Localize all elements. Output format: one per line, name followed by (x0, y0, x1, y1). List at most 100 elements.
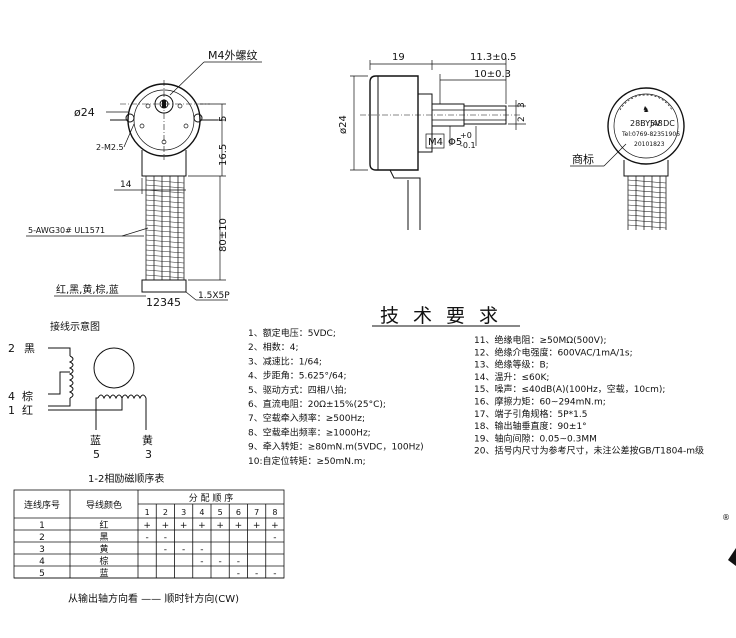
row-cell: - (255, 569, 258, 579)
step-header: 5 (218, 508, 223, 517)
row-cell: + (235, 521, 243, 531)
wire-4-color: 棕 (22, 389, 33, 403)
trademark-line2: 5V DC (650, 119, 675, 128)
row-color: 黄 (99, 543, 108, 555)
cable-label: 5-AWG30# UL1571 (28, 226, 105, 235)
row-cell: - (164, 533, 167, 543)
dim-3: 3 (517, 102, 527, 108)
step-header: 2 (163, 508, 168, 517)
trademark-wire-outlet (623, 160, 669, 177)
row-color: 蓝 (99, 567, 108, 579)
spec-item: 19、轴向间隙：0.05~0.3MM (474, 432, 597, 444)
side-view: 19 11.3±0.5 10±0.3 ø24 3 2 M4 Φ5 +0 -0.1 (338, 52, 527, 230)
dim-80: 80±10 (218, 218, 229, 252)
row-cell: + (143, 521, 151, 531)
table-footer: 从输出轴方向看 —— 顺时针方向(CW) (68, 592, 239, 605)
pins-label: 12345 (146, 296, 181, 309)
col-sequence: 分 配 顺 序 (189, 492, 234, 504)
step-header: 8 (272, 508, 277, 517)
specs-title: 技术要求 (380, 305, 512, 327)
trademark-label: 商标 (572, 152, 594, 166)
registered-mark: ® (722, 513, 730, 522)
side-wire (389, 169, 421, 230)
row-cell: + (198, 521, 206, 531)
wire-1-color: 红 (22, 404, 33, 417)
spec-item: 8、空载牵出频率：≥1000Hz; (248, 426, 371, 438)
dim-14: 14 (120, 180, 132, 190)
row-cell: - (273, 533, 276, 543)
row-cell: - (164, 545, 167, 555)
wire-2-no: 2 (8, 342, 15, 355)
spec-item: 7、空载牵入频率：≥500Hz; (248, 412, 365, 424)
wire-1-no: 1 (8, 404, 15, 417)
spec-item: 4、步距角：5.625°/64; (248, 370, 347, 382)
row-cell: + (253, 521, 261, 531)
step-header: 7 (254, 508, 259, 517)
spec-item: 9、牵入转矩：≥80mN.m(5VDC，100Hz) (248, 441, 424, 453)
wiring-title: 接线示意图 (50, 320, 100, 333)
row-cell: - (273, 569, 276, 579)
dim-2: 2 (517, 116, 527, 122)
spec-item: 17、端子引角规格：5P*1.5 (474, 408, 587, 420)
wire-bundle (145, 176, 185, 280)
spec-item: 20、括号内尺寸为参考尺寸，未注公差按GB/T1804-m级 (474, 445, 704, 457)
trademark-line1: 28BYJ48 (630, 119, 663, 128)
colors-label: 红,黑,黄,棕,蓝 (56, 283, 119, 296)
specs-left-list: 1、额定电压：5VDC;2、相数：4;3、减速比：1/64;4、步距角：5.62… (248, 327, 424, 467)
dim-16-5: 16.5 (218, 144, 229, 166)
spec-item: 10:自定位转矩：≥50mN.m; (248, 455, 366, 467)
col-wire-no: 连线序号 (24, 499, 60, 511)
shaft-label: Φ5 (448, 137, 462, 148)
spec-item: 18、输出轴垂直度：90±1° (474, 420, 587, 432)
rotor-circle (93, 347, 135, 389)
row-cell: - (182, 545, 185, 555)
row-cell: - (200, 557, 203, 567)
thread-label: M4外螺纹 (208, 48, 258, 62)
spec-item: 15、噪声：≤40dB(A)(100Hz，空载，10cm); (474, 383, 665, 395)
col-color: 导线颜色 (86, 499, 122, 511)
spec-item: 6、直流电阻：20Ω±15%(25°C); (248, 398, 386, 410)
front-view: M4外螺纹 ø24 2-M2.5 5 16.5 14 80±10 5-AWG30… (26, 48, 262, 309)
row-cell: + (162, 521, 170, 531)
step-header: 3 (181, 508, 186, 517)
edge-logo-fragment (728, 548, 736, 566)
row-no: 3 (39, 545, 45, 555)
wire-5-color: 蓝 (90, 434, 101, 447)
wire-3-no: 3 (145, 448, 152, 461)
spec-item: 1、额定电压：5VDC; (248, 327, 336, 339)
connector-5p (141, 279, 187, 293)
trademark-view: ♞ 28BYJ48 5V DC Tel:0769-82351906 201018… (570, 87, 685, 230)
logo-symbol: ♞ (642, 105, 649, 114)
wire-3-color: 黄 (142, 433, 153, 447)
spec-item: 11、绝缘电阻：≥50MΩ(500V); (474, 334, 606, 346)
dim-10: 10±0.3 (474, 69, 511, 80)
row-cell: - (200, 545, 203, 555)
wire-outlet (141, 150, 187, 177)
spec-item: 12、绝缘介电强度：600VAC/1mA/1s; (474, 346, 633, 358)
connector-label: 1.5X5P (198, 291, 230, 301)
diameter-label: ø24 (74, 106, 95, 119)
row-color: 棕 (99, 555, 108, 567)
spec-item: 16、摩擦力矩：60~294mN.m; (474, 396, 606, 408)
wiring-diagram: 接线示意图 2 黑 4 棕 1 红 蓝 5 黄 3 (8, 320, 153, 461)
spec-item: 14、温升：≤60K; (474, 372, 549, 383)
holes-label: 2-M2.5 (96, 143, 124, 152)
row-color: 黑 (99, 532, 108, 543)
row-cell: - (237, 569, 240, 579)
spec-item: 3、减速比：1/64; (248, 355, 322, 367)
dim-5: 5 (218, 116, 229, 122)
side-thread-label: M4 (428, 137, 443, 148)
row-cell: - (146, 533, 149, 543)
spec-item: 13、绝缘等级：B; (474, 359, 549, 371)
trademark-line4: 20101823 (634, 141, 665, 148)
row-no: 1 (39, 521, 45, 531)
row-no: 2 (39, 533, 45, 543)
shaft-tol-top: +0 (460, 131, 472, 140)
side-body (369, 75, 419, 171)
step-header: 4 (199, 508, 204, 517)
mount-hole-left (125, 113, 135, 123)
wire-4-no: 4 (8, 390, 15, 403)
dim-11-3: 11.3±0.5 (470, 52, 517, 63)
